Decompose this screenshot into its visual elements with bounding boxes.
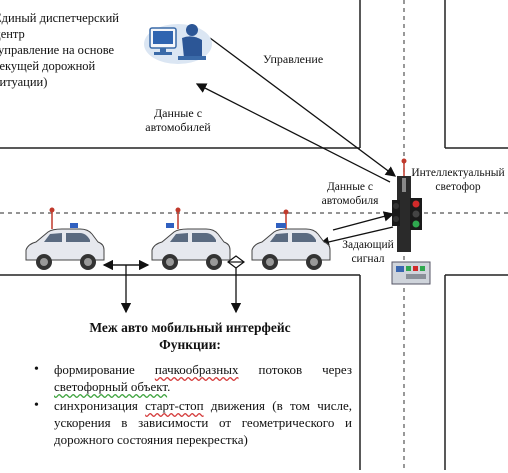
function-item-1: формирование пачкообразных потоков через… [22,361,352,395]
master-signal-line-2: сигнал [351,253,385,265]
traffic-light-icon [392,158,422,252]
data-from-car-line-1: Данные с [326,181,374,193]
dispatch-line-1: Единый диспетчерский центр [0,11,119,41]
diamond-connector [227,255,245,269]
function-1-part-1: формирование [54,362,155,377]
car-icon-3 [251,209,331,270]
master-signal-label: Задающий сигнал [340,238,396,266]
arrow-car-to-light [332,211,395,231]
interface-subtitle: Функции: [159,337,221,352]
function-1-part-4: светофорный объект [54,379,168,394]
control-label: Управление [263,52,324,66]
function-item-2: синхронизация старт-стоп движения (в том… [22,397,352,448]
data-from-cars-line-1: Данные с [153,106,203,120]
car-icon-2 [151,207,231,270]
functions-list: формирование пачкообразных потоков через… [22,361,352,450]
function-2-part-3: движения (в том числе, ускорения в завис… [54,398,352,447]
data-from-car-line-2: автомобиля [321,195,379,207]
data-from-car-label: Данные с автомобиля [316,180,384,208]
function-2-part-1: синхронизация [54,398,146,413]
arrow-data-to-center [195,83,391,183]
dispatch-center-label: Единый диспетчерский центр управление на… [0,10,140,90]
controller-box-icon [391,261,431,285]
data-from-cars-line-2: автомобилей [145,120,211,134]
function-1-part-5: . [167,379,171,394]
function-1-part-2: пачкообразных [154,362,239,377]
function-1-part-3: потоков через [238,362,353,377]
dispatch-line-2: управление на основе [0,43,115,57]
car-icon-1 [25,207,105,270]
smart-light-line-2: светофор [435,181,481,193]
arrow-light-to-car [318,226,394,248]
arrow-control-to-light [209,37,397,177]
computer-workstation-icon [144,24,212,64]
data-from-cars-label: Данные с автомобилей [138,106,218,134]
smart-light-label: Интеллектуальный светофор [410,166,506,194]
function-2-part-2: старт-стоп [145,398,204,413]
smart-light-line-1: Интеллектуальный [411,167,505,179]
dispatch-line-3: текущей дорожной ситуации) [0,59,96,89]
interface-title: Меж авто мобильный интерфейс [89,320,291,335]
master-signal-line-1: Задающий [342,239,394,251]
flow-arrows [102,37,397,314]
